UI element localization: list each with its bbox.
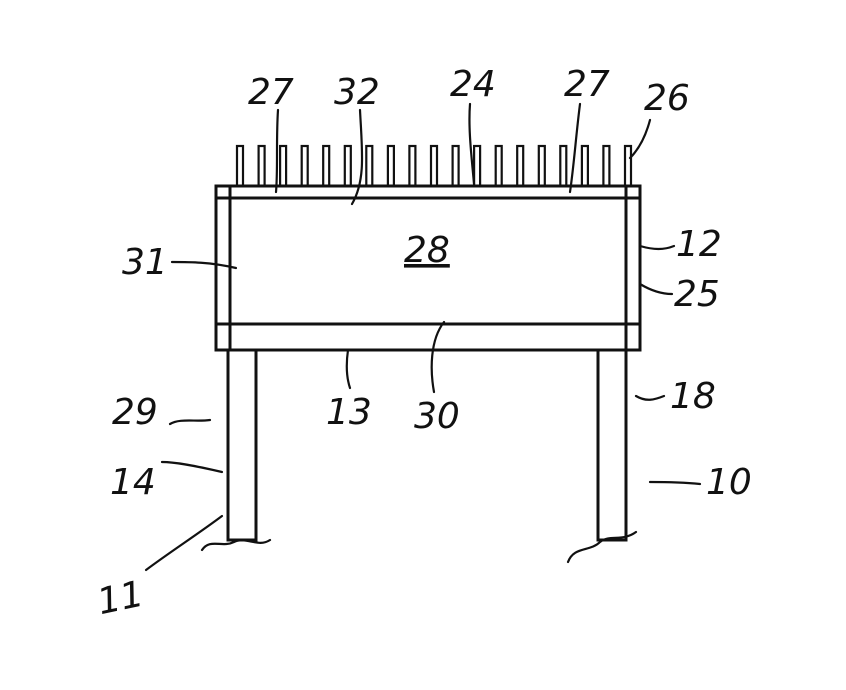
cooling-pin bbox=[302, 146, 308, 186]
cooling-pin bbox=[625, 146, 631, 186]
leader-31 bbox=[172, 262, 236, 268]
label-18: 18 bbox=[670, 376, 716, 417]
cooling-pin bbox=[345, 146, 351, 186]
leader-30 bbox=[432, 322, 444, 392]
leader-24 bbox=[469, 104, 474, 184]
leader-32 bbox=[352, 110, 362, 204]
cooling-pin bbox=[517, 146, 523, 186]
cooling-pin bbox=[409, 146, 415, 186]
leader-29 bbox=[170, 420, 210, 424]
cooling-pin bbox=[582, 146, 588, 186]
cooling-pin bbox=[496, 146, 502, 186]
label-28: 28 bbox=[404, 230, 450, 271]
label-12: 12 bbox=[676, 224, 722, 265]
cooling-pin bbox=[474, 146, 480, 186]
label-32: 32 bbox=[334, 72, 380, 113]
right-break-line bbox=[568, 532, 636, 562]
leader-10 bbox=[650, 482, 700, 484]
leader-25 bbox=[640, 284, 672, 294]
leader-26 bbox=[630, 120, 650, 158]
cooling-pin bbox=[453, 146, 459, 186]
label-29: 29 bbox=[112, 392, 158, 433]
label-30: 30 bbox=[414, 396, 460, 437]
cooling-pin bbox=[603, 146, 609, 186]
label-31: 31 bbox=[122, 242, 168, 283]
label-24: 24 bbox=[450, 64, 496, 105]
leader-13 bbox=[347, 350, 350, 388]
leader-12 bbox=[640, 246, 674, 249]
leader-14 bbox=[162, 462, 222, 472]
cooling-pin bbox=[431, 146, 437, 186]
label-14: 14 bbox=[110, 462, 156, 503]
cooling-pin bbox=[323, 146, 329, 186]
cooling-pin bbox=[366, 146, 372, 186]
right-leg-wall bbox=[598, 350, 626, 540]
label-25: 25 bbox=[674, 274, 720, 315]
label-27-right: 27 bbox=[564, 64, 610, 105]
label-13: 13 bbox=[326, 392, 372, 433]
cooling-pin bbox=[388, 146, 394, 186]
cooling-pin bbox=[237, 146, 243, 186]
left-leg-wall bbox=[228, 350, 256, 540]
chamber-top-wall bbox=[216, 186, 640, 198]
cooling-pin bbox=[259, 146, 265, 186]
label-26: 26 bbox=[644, 78, 690, 119]
left-break-line bbox=[202, 540, 270, 550]
base-plate bbox=[216, 324, 640, 350]
leader-27a bbox=[276, 110, 278, 192]
cooling-pin bbox=[280, 146, 286, 186]
leader-18 bbox=[636, 396, 664, 400]
leader-27b bbox=[570, 104, 580, 192]
cooling-pin bbox=[560, 146, 566, 186]
label-27-left: 27 bbox=[248, 72, 294, 113]
label-11: 11 bbox=[94, 574, 147, 624]
cooling-pin bbox=[539, 146, 545, 186]
label-10: 10 bbox=[706, 462, 752, 503]
